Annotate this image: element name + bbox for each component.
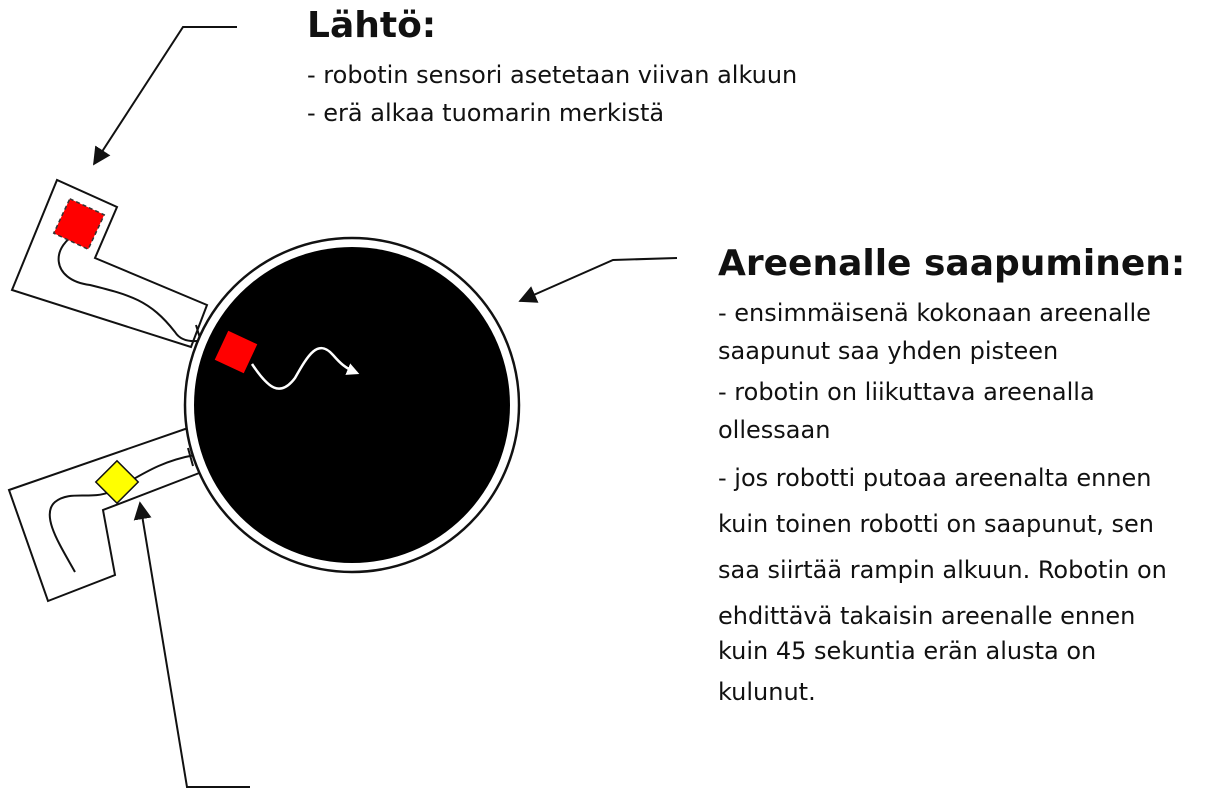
bottom-ramp-outline (7, 426, 209, 603)
arrival-line-4: ollessaan (718, 416, 831, 444)
top-ramp (10, 178, 209, 349)
arrival-line-1: - ensimmäisenä kokonaan areenalle (718, 299, 1151, 327)
robot-red-start (52, 197, 106, 251)
bottom-ramp (7, 426, 209, 603)
arrival-line-8: ehdittävä takaisin areenalle ennen (718, 602, 1136, 630)
arrival-line-2: saapunut saa yhden pisteen (718, 337, 1059, 365)
arrival-line-3: - robotin on liikuttava areenalla (718, 378, 1095, 406)
bottom-ramp-joint (187, 447, 194, 467)
arrival-line-9: kuin 45 sekuntia erän alusta on (718, 637, 1097, 665)
robot-yellow (94, 459, 140, 505)
robot-path-arrow (250, 347, 360, 390)
arrival-line-7: saa siirtää rampin alkuun. Robotin on (718, 556, 1167, 584)
arrival-line-5: - jos robotti putoaa areenalta ennen (718, 464, 1152, 492)
start-line-1: - robotin sensori asetetaan viivan alkuu… (307, 61, 798, 89)
start-heading: Lähtö: (307, 5, 437, 46)
start-line-2: - erä alkaa tuomarin merkistä (307, 99, 665, 127)
top-ramp-outline (10, 178, 209, 349)
top-ramp-line (57, 231, 206, 343)
arena-floor (194, 247, 510, 563)
arrival-line-10: kulunut. (718, 678, 816, 706)
arrival-line-6: kuin toinen robotti on saapunut, sen (718, 510, 1154, 538)
yellow-robot-callout-arrow (133, 501, 250, 788)
start-callout-arrow (93, 26, 237, 166)
arena (183, 236, 521, 574)
bottom-ramp-line (48, 454, 196, 573)
arrival-heading: Areenalle saapuminen: (718, 243, 1186, 284)
arrival-callout-arrow (518, 257, 678, 303)
robot-red-arena (214, 330, 258, 374)
